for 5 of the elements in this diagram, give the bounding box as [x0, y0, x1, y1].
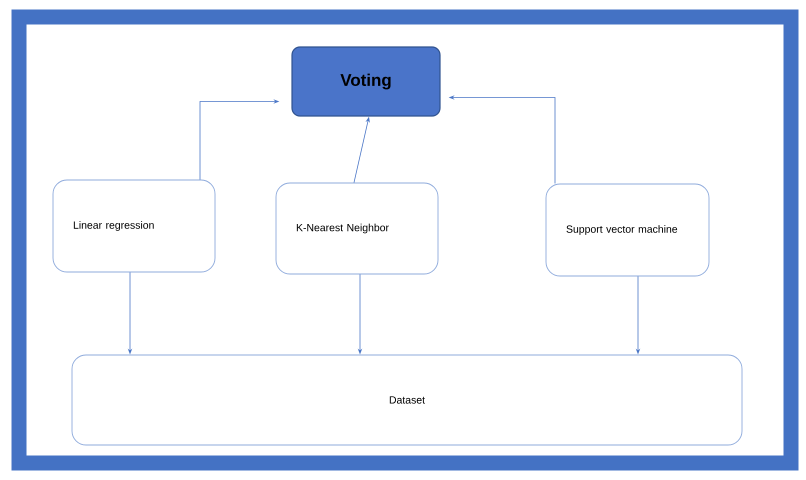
model-box: K-Nearest Neighbor [276, 182, 438, 274]
voting-box: Voting [291, 46, 441, 117]
model-box: Support vector machine [546, 184, 710, 276]
model-box: Linear regression [52, 180, 216, 272]
dataset-box: Dataset [72, 354, 742, 446]
